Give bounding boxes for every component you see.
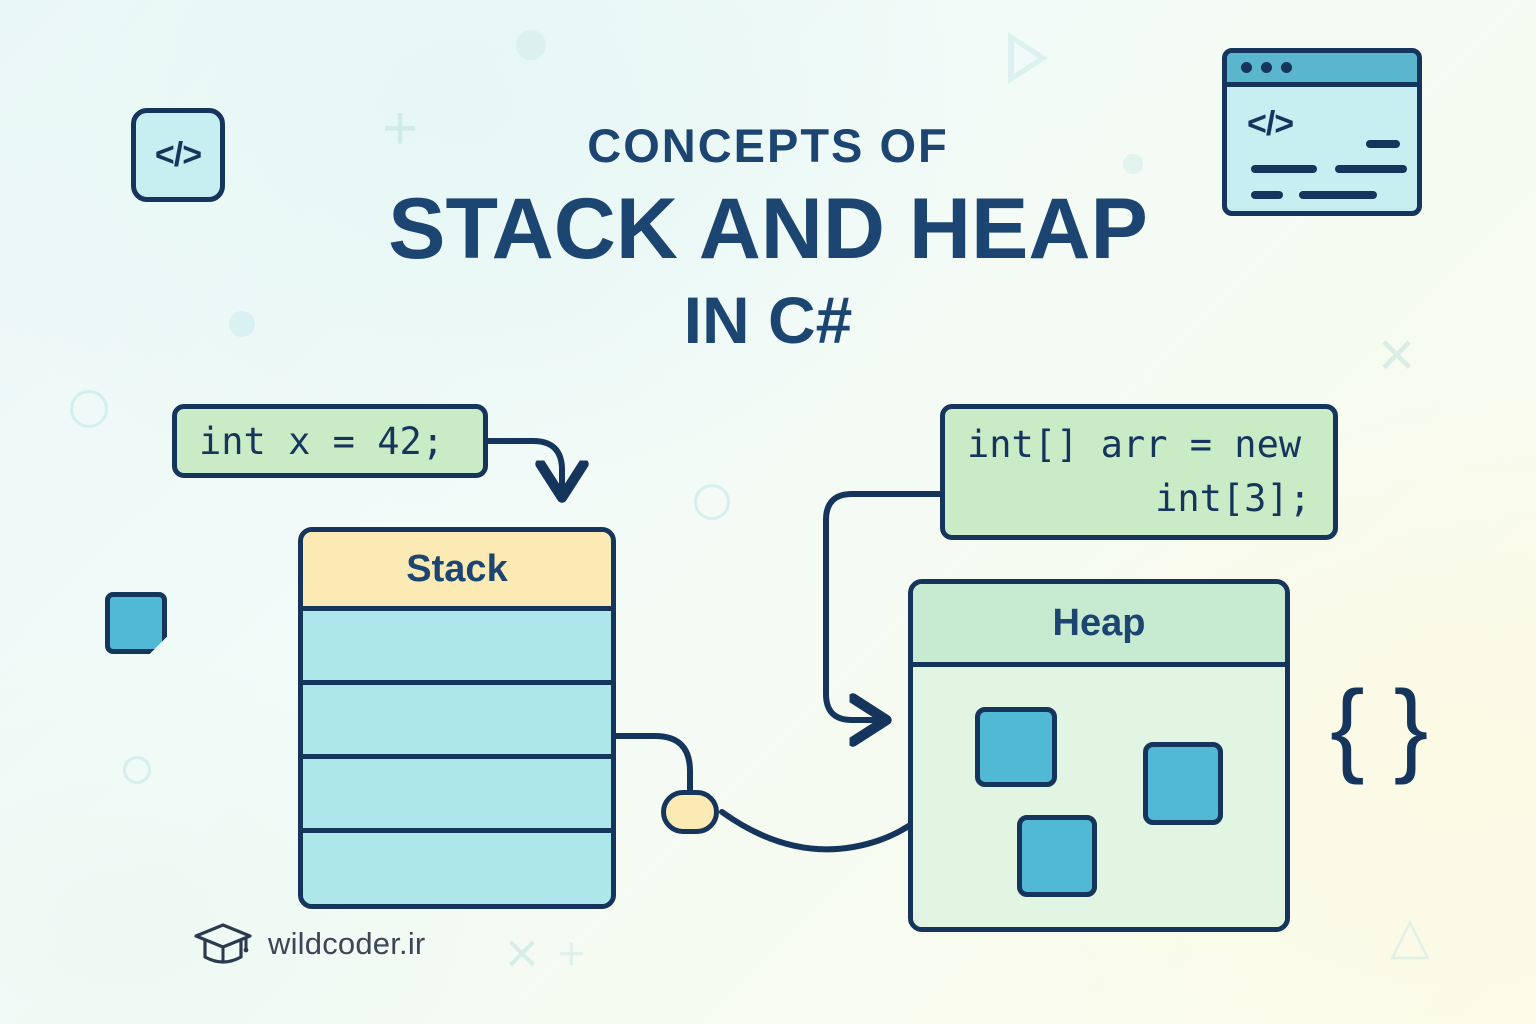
title-sub: in C# [683,282,853,357]
stack-slot [303,833,611,904]
heap-title: Heap [913,584,1285,667]
browser-code-line-4 [1251,191,1283,199]
brand-watermark: wildcoder.ir [192,920,425,968]
stack-code-snippet: int x = 42; [172,404,488,478]
heap-object [975,707,1057,787]
stack-diagram: Stack [298,527,616,909]
deco-curly-braces-icon: { } [1330,670,1429,786]
browser-titlebar [1227,53,1417,87]
deco-circle-ring-1 [70,390,108,428]
browser-content: </> [1227,87,1417,211]
deco-circle-filled-1 [516,30,546,60]
browser-code-glyph: </> [1247,105,1294,143]
reference-pointer-node [661,790,719,834]
stack-slot [303,685,611,759]
brand-name: wildcoder.ir [268,926,426,961]
deco-circle-ring-2 [694,484,730,520]
deco-cross-icon-2: × [505,921,539,986]
connector-stack-arrow [484,438,562,494]
deco-plus-icon-2: + [558,927,585,979]
deco-cross-icon-3: △ [1390,907,1430,965]
browser-code-line-2 [1251,165,1317,173]
stack-slot [303,611,611,685]
heap-diagram: Heap [908,579,1290,932]
heap-code-line-1: int[] arr = new [967,423,1302,467]
title-main: Stack and Heap [388,181,1148,277]
stack-title: Stack [303,532,611,611]
browser-dot-1 [1241,62,1252,73]
browser-code-line-1 [1366,140,1400,148]
connector-stack-to-pointer [611,733,693,793]
page-title: Concepts of Stack and Heap in C# [0,118,1536,358]
deco-cut-corner-square [105,592,167,654]
stack-slot [303,759,611,833]
graduation-cap-icon [194,923,252,964]
browser-code-line-3 [1335,165,1407,173]
heap-object [1143,742,1223,825]
code-brackets-glyph: </> [154,135,202,174]
browser-window-icon: </> [1222,48,1422,216]
heap-code-line-2: int[3]; [1155,477,1311,520]
deco-play-triangle-icon [1008,32,1048,84]
title-kicker: Concepts of [587,119,949,172]
browser-dot-2 [1261,62,1272,73]
code-brackets-icon: </> [131,108,225,202]
browser-code-line-5 [1299,191,1377,199]
deco-circle-ring-3 [123,756,151,784]
heap-object [1017,815,1097,897]
stack-code-line-1: int x = 42; [199,419,445,463]
browser-dot-3 [1281,62,1292,73]
heap-code-snippet: int[] arr = new int[3]; [940,404,1338,540]
heap-body [913,667,1285,927]
